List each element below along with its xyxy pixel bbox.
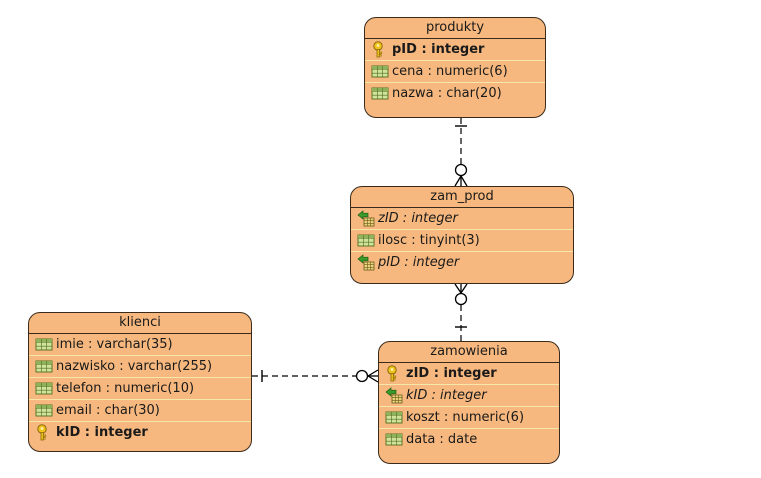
entity-title: klienci — [29, 313, 251, 334]
column-label: nazwa : char(20) — [392, 86, 502, 101]
column-label: ilosc : tinyint(3) — [378, 233, 480, 248]
relationship-zamowienia-zam-prod[interactable] — [454, 283, 468, 341]
entity-title: zam_prod — [351, 187, 573, 208]
column-row[interactable]: kID : integer — [379, 385, 559, 407]
column-row[interactable]: kID : integer — [29, 422, 251, 443]
column-label: koszt : numeric(6) — [406, 410, 525, 425]
column-row[interactable]: nazwa : char(20) — [365, 83, 545, 104]
column-row[interactable]: email : char(30) — [29, 400, 251, 422]
column-row[interactable]: pID : integer — [365, 39, 545, 61]
column-label: nazwisko : varchar(255) — [56, 359, 213, 374]
column-row[interactable]: cena : numeric(6) — [365, 61, 545, 83]
column-label: imie : varchar(35) — [56, 337, 173, 352]
column-icon — [371, 63, 389, 80]
column-icon — [35, 380, 53, 397]
column-label: pID : integer — [392, 42, 485, 57]
column-label: kID : integer — [406, 388, 487, 403]
column-row[interactable]: telefon : numeric(10) — [29, 378, 251, 400]
column-row[interactable]: ilosc : tinyint(3) — [351, 230, 573, 252]
column-label: zID : integer — [378, 211, 458, 226]
key-icon — [371, 41, 389, 58]
column-icon — [35, 402, 53, 419]
column-label: data : date — [406, 432, 478, 447]
entity-zamowienia[interactable]: zamowienia zID : integer kID : integer kosz… — [378, 341, 560, 464]
relationship-produkty-zam-prod[interactable] — [454, 118, 468, 187]
column-icon — [357, 232, 375, 249]
column-row[interactable]: data : date — [379, 429, 559, 450]
column-row[interactable]: pID : integer — [351, 252, 573, 273]
entity-produkty[interactable]: produkty pID : integer cena : numeric(6) na… — [364, 17, 546, 118]
column-label: email : char(30) — [56, 403, 160, 418]
column-icon — [371, 85, 389, 102]
column-row[interactable]: zID : integer — [379, 363, 559, 385]
relationship-klienci-zamowienia[interactable] — [252, 369, 379, 383]
column-icon — [385, 431, 403, 448]
foreign-key-icon — [385, 387, 403, 404]
column-label: kID : integer — [56, 425, 148, 440]
key-icon — [35, 424, 53, 441]
column-row[interactable]: zID : integer — [351, 208, 573, 230]
entity-title: produkty — [365, 18, 545, 39]
column-row[interactable]: imie : varchar(35) — [29, 334, 251, 356]
column-label: zID : integer — [406, 366, 497, 381]
column-label: telefon : numeric(10) — [56, 381, 195, 396]
entity-zam-prod[interactable]: zam_prod zID : integer ilosc : tinyint(3) p… — [350, 186, 574, 284]
column-row[interactable]: koszt : numeric(6) — [379, 407, 559, 429]
column-label: cena : numeric(6) — [392, 64, 508, 79]
entity-klienci[interactable]: klienci imie : varchar(35) nazwisko : varc… — [28, 312, 252, 452]
column-icon — [35, 358, 53, 375]
column-label: pID : integer — [378, 255, 460, 270]
column-row[interactable]: nazwisko : varchar(255) — [29, 356, 251, 378]
key-icon — [385, 365, 403, 382]
column-icon — [385, 409, 403, 426]
foreign-key-icon — [357, 254, 375, 271]
entity-title: zamowienia — [379, 342, 559, 363]
foreign-key-icon — [357, 210, 375, 227]
column-icon — [35, 336, 53, 353]
